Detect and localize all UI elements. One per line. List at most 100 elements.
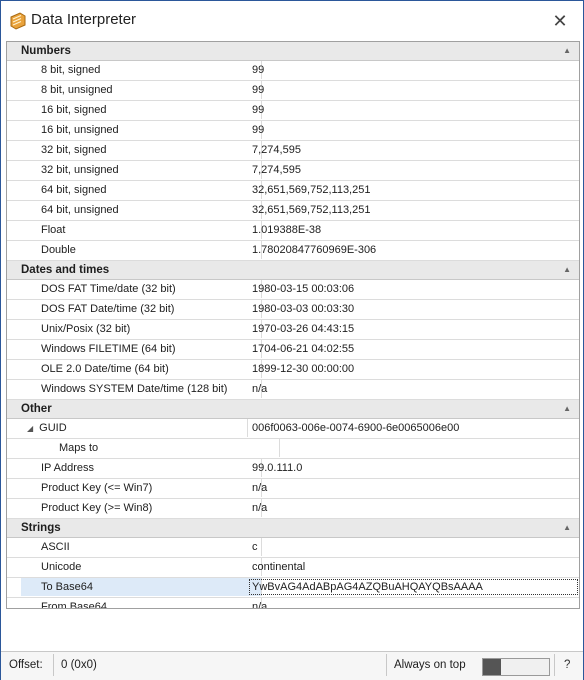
- property-row[interactable]: 8 bit, unsigned 99: [7, 81, 579, 101]
- property-value[interactable]: 1704-06-21 04:02:55: [252, 343, 355, 355]
- property-value[interactable]: 99: [252, 64, 265, 76]
- property-row[interactable]: OLE 2.0 Date/time (64 bit) 1899-12-30 00:…: [7, 360, 579, 380]
- property-label-text: 16 bit, unsigned: [41, 124, 119, 136]
- property-label: IP Address: [21, 459, 262, 477]
- offset-label: Offset:: [9, 659, 43, 671]
- property-row[interactable]: ◢ GUID 006f0063-006e-0074-6900-6e0065006e0…: [7, 419, 579, 439]
- property-value[interactable]: 7,274,595: [252, 164, 301, 176]
- property-label-text: IP Address: [41, 462, 94, 474]
- property-label-text: DOS FAT Time/date (32 bit): [41, 283, 176, 295]
- property-row[interactable]: 64 bit, signed 32,651,569,752,113,251: [7, 181, 579, 201]
- property-row[interactable]: Double 1.78020847760969E-306: [7, 241, 579, 261]
- property-grid: Numbers▲ 8 bit, signed 99 8 bit, unsigned 99…: [6, 41, 580, 609]
- property-value[interactable]: 99: [252, 104, 265, 116]
- property-label-text: Windows FILETIME (64 bit): [41, 343, 176, 355]
- category-header[interactable]: Numbers▲: [7, 42, 579, 61]
- property-label: ◢ GUID: [21, 419, 248, 437]
- category-title: Other: [21, 403, 52, 415]
- property-row[interactable]: Product Key (>= Win8)n/a: [7, 499, 579, 519]
- property-value[interactable]: 1980-03-15 00:03:06: [252, 283, 355, 295]
- status-divider: [554, 654, 555, 676]
- property-value[interactable]: 1899-12-30 00:00:00: [252, 363, 355, 375]
- collapse-icon[interactable]: ▲: [563, 404, 571, 413]
- window-title: Data Interpreter: [31, 11, 137, 28]
- property-label-text: 32 bit, signed: [41, 144, 107, 156]
- expand-icon[interactable]: ◢: [27, 424, 34, 433]
- row-gutter: [7, 598, 21, 608]
- property-label: Windows FILETIME (64 bit): [21, 340, 262, 358]
- category-header[interactable]: Strings ▲: [7, 519, 579, 538]
- row-gutter: [7, 221, 21, 239]
- property-label-text: 64 bit, signed: [41, 184, 107, 196]
- row-gutter: [7, 61, 21, 79]
- property-value[interactable]: n/a: [252, 383, 268, 395]
- property-label-text: 8 bit, signed: [41, 64, 101, 76]
- property-value[interactable]: 99.0.111.0: [252, 462, 303, 474]
- property-row[interactable]: Windows SYSTEM Date/time (128 bit)n/a: [7, 380, 579, 400]
- category-header[interactable]: Other ▲: [7, 400, 579, 419]
- row-gutter: [7, 280, 21, 298]
- property-label-text: DOS FAT Date/time (32 bit): [41, 303, 175, 315]
- property-value[interactable]: 32,651,569,752,113,251: [252, 204, 371, 216]
- property-value[interactable]: 1.78020847760969E-306: [252, 244, 377, 256]
- property-value[interactable]: 99: [252, 124, 265, 136]
- property-row[interactable]: 16 bit, signed 99: [7, 101, 579, 121]
- property-value[interactable]: n/a: [252, 502, 268, 514]
- property-label-text: 16 bit, signed: [41, 104, 107, 116]
- property-label-text: Double: [41, 244, 76, 256]
- property-row[interactable]: Windows FILETIME (64 bit) 1704-06-21 04:0…: [7, 340, 579, 360]
- property-value[interactable]: 1980-03-03 00:03:30: [252, 303, 355, 315]
- property-value[interactable]: [248, 439, 579, 457]
- help-button[interactable]: ?: [564, 659, 571, 671]
- property-row[interactable]: DOS FAT Time/date (32 bit) 1980-03-15 00:…: [7, 280, 579, 300]
- property-label-text: Unix/Posix (32 bit): [41, 323, 131, 335]
- property-row[interactable]: Maps to: [7, 439, 579, 459]
- property-label-text: OLE 2.0 Date/time (64 bit): [41, 363, 169, 375]
- row-gutter: [7, 241, 21, 259]
- property-value[interactable]: n/a: [252, 482, 268, 494]
- property-row[interactable]: DOS FAT Date/time (32 bit) 1980-03-03 00:…: [7, 300, 579, 320]
- property-row[interactable]: 32 bit, signed 7,274,595: [7, 141, 579, 161]
- property-value[interactable]: 1.019388E-38: [252, 224, 322, 236]
- status-divider: [53, 654, 54, 676]
- property-value[interactable]: continental: [252, 561, 306, 573]
- property-value[interactable]: 99: [252, 84, 265, 96]
- row-gutter: [7, 81, 21, 99]
- category-header[interactable]: Dates and times▲: [7, 261, 579, 280]
- collapse-icon[interactable]: ▲: [563, 523, 571, 532]
- property-row[interactable]: IP Address 99.0.111.0: [7, 459, 579, 479]
- property-value[interactable]: n/a: [252, 601, 268, 609]
- row-gutter: [7, 101, 21, 119]
- property-row[interactable]: 8 bit, signed 99: [7, 61, 579, 81]
- property-value[interactable]: 006f0063-006e-0074-6900-6e0065006e00: [252, 422, 460, 434]
- always-on-top-toggle[interactable]: [482, 658, 550, 676]
- property-row[interactable]: Unix/Posix (32 bit) 1970-03-26 04:43:15: [7, 320, 579, 340]
- row-gutter: [7, 201, 21, 219]
- always-on-top-label: Always on top: [394, 659, 466, 671]
- property-value[interactable]: 7,274,595: [252, 144, 301, 156]
- property-label-text: 8 bit, unsigned: [41, 84, 113, 96]
- property-value[interactable]: 32,651,569,752,113,251: [252, 184, 371, 196]
- row-gutter: [7, 320, 21, 338]
- property-value[interactable]: c: [252, 541, 258, 553]
- collapse-icon[interactable]: ▲: [563, 265, 571, 274]
- property-row[interactable]: 16 bit, unsigned 99: [7, 121, 579, 141]
- property-value[interactable]: 1970-03-26 04:43:15: [252, 323, 355, 335]
- property-row[interactable]: Product Key (<= Win7) n/a: [7, 479, 579, 499]
- close-button[interactable]: ✕: [537, 1, 583, 41]
- property-value[interactable]: YwBvAG4AdABpAG4AZQBuAHQAYQBsAAAA: [248, 578, 579, 596]
- row-gutter: [7, 479, 21, 497]
- collapse-icon[interactable]: ▲: [563, 46, 571, 55]
- property-label-text: Product Key (<= Win7): [41, 482, 153, 494]
- category-title: Strings: [21, 522, 61, 534]
- property-label-text: GUID: [39, 422, 67, 434]
- toggle-knob[interactable]: [483, 659, 501, 675]
